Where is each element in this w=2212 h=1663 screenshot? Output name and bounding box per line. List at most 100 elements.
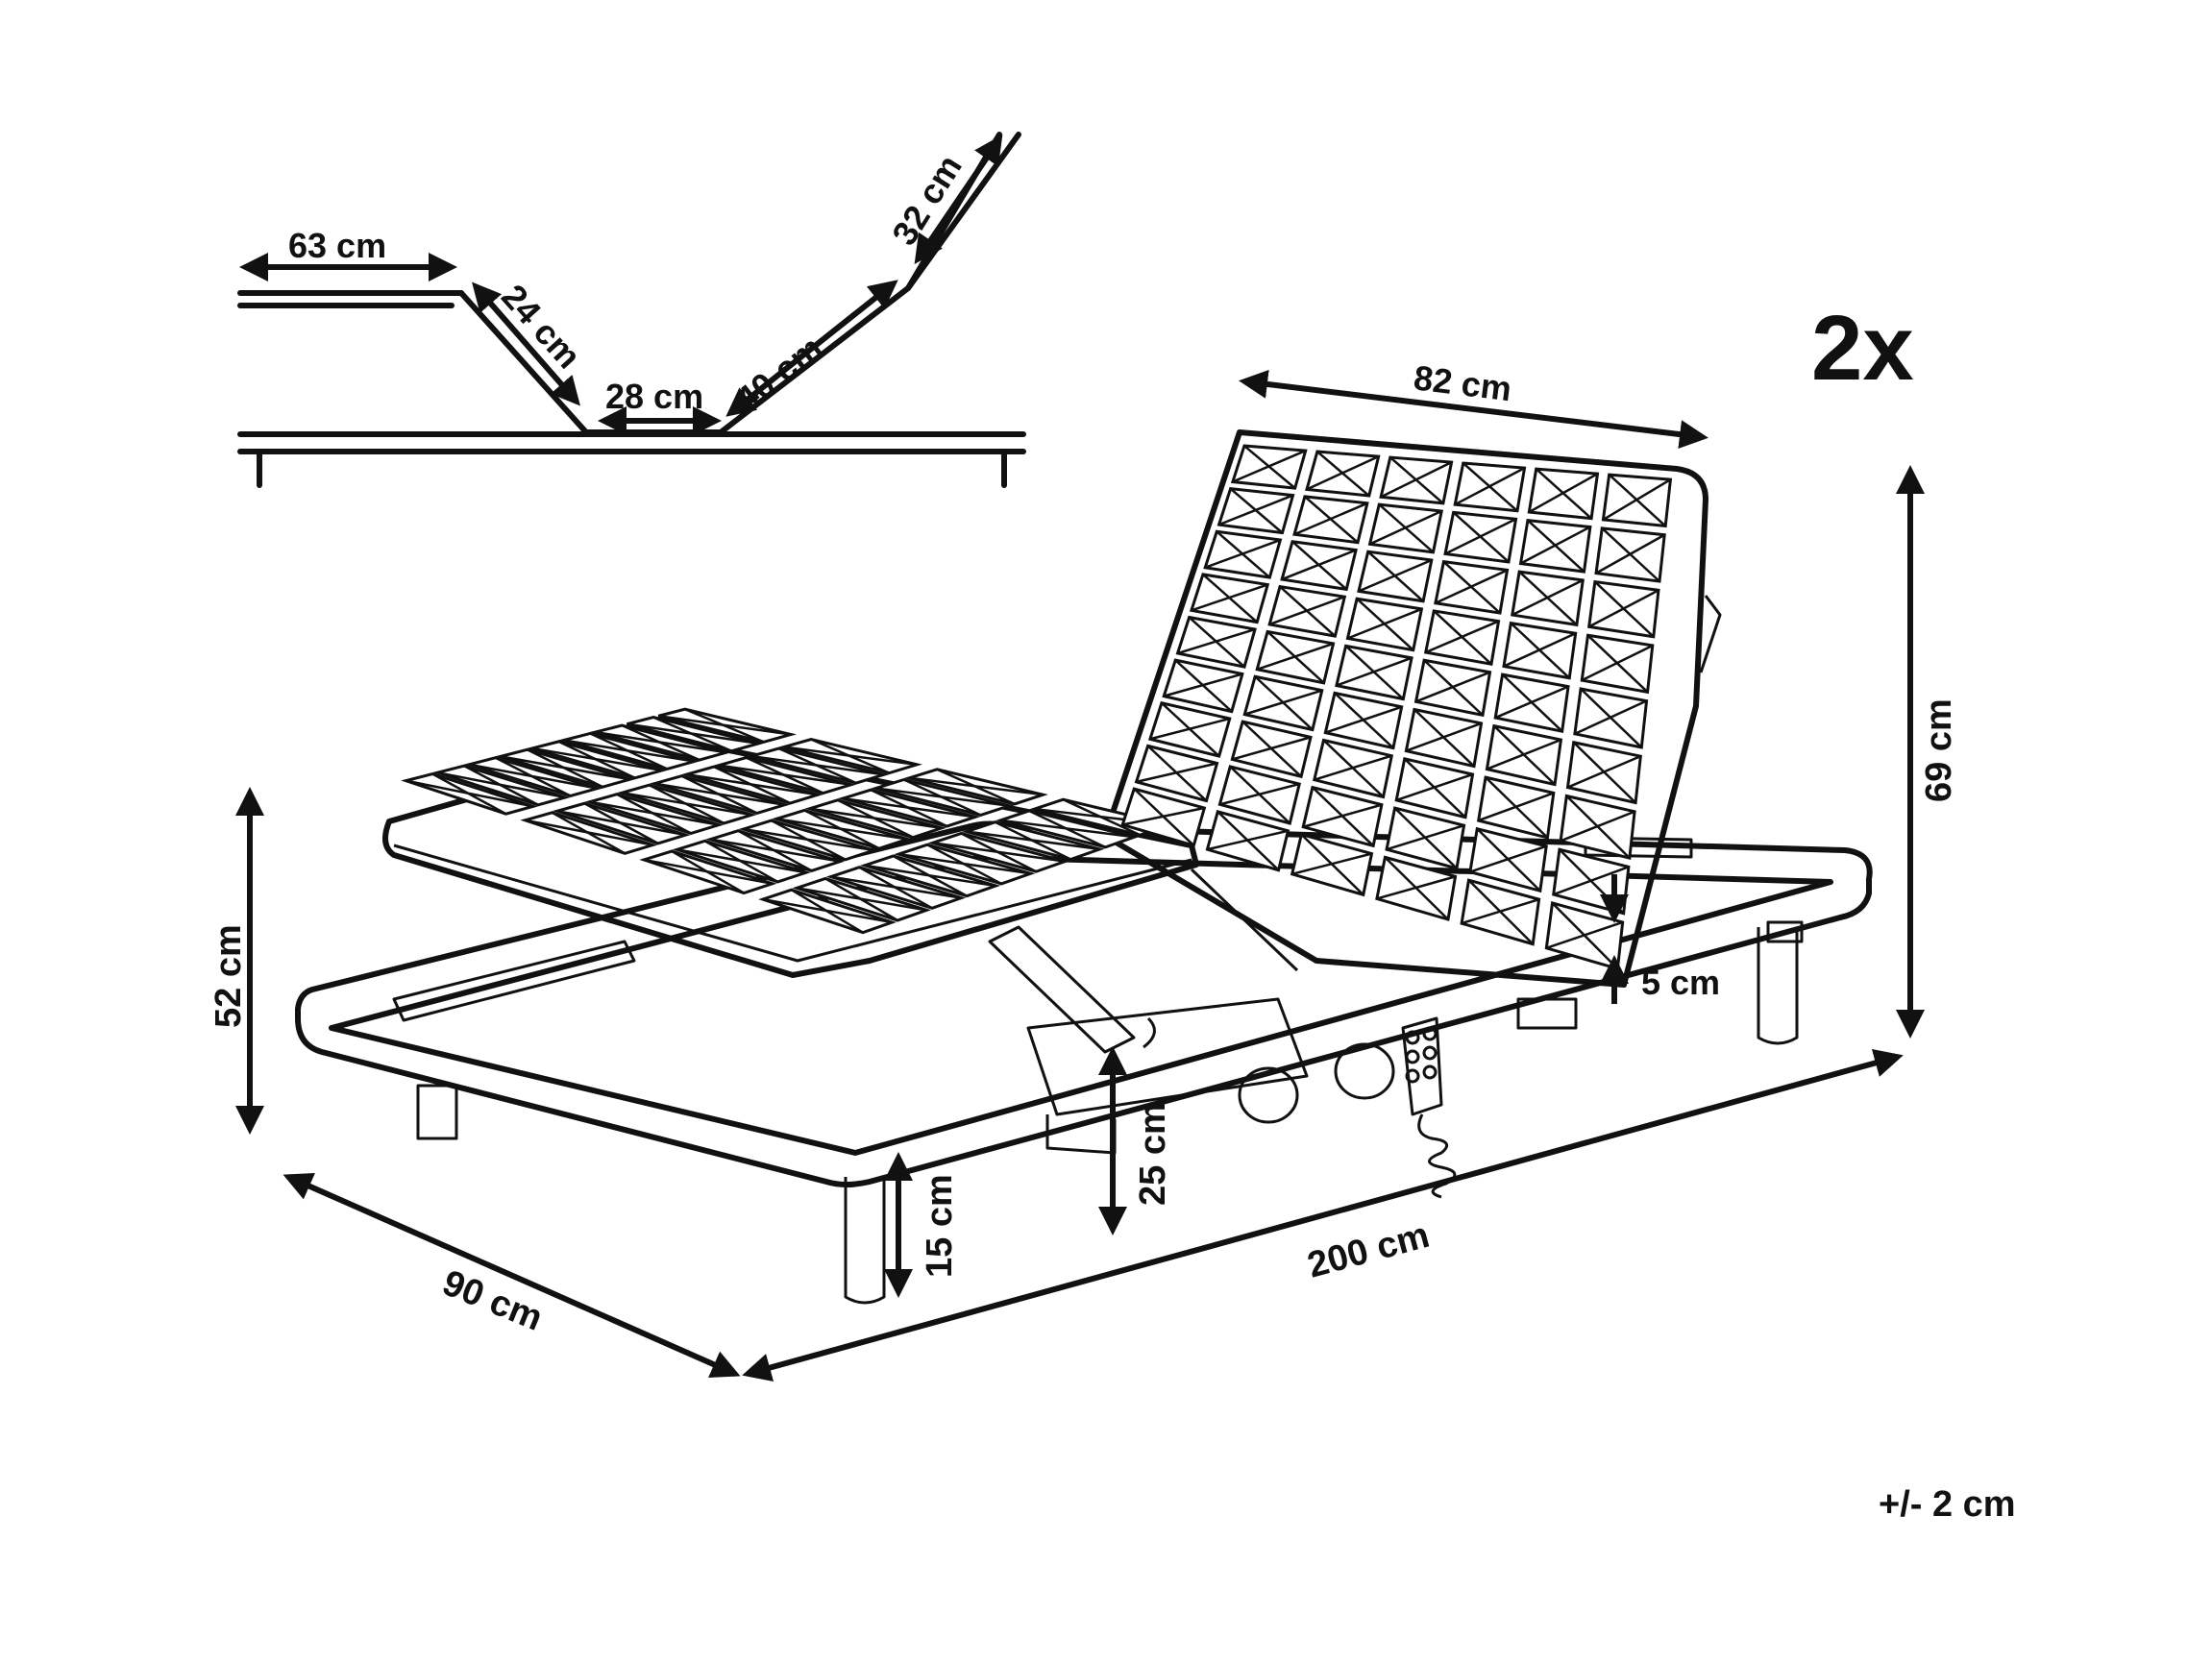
foot-slat-pattern bbox=[870, 789, 947, 828]
foot-slat-pattern bbox=[671, 849, 745, 894]
foot-slat-pattern bbox=[431, 772, 507, 816]
head-slat-pattern bbox=[1395, 772, 1473, 802]
foot-slat-grid bbox=[401, 707, 1174, 935]
head-slat-pattern bbox=[1291, 852, 1372, 876]
motor-icon bbox=[1238, 1066, 1299, 1124]
head-slat-pattern bbox=[1121, 806, 1205, 826]
head-slat-pattern bbox=[1346, 607, 1422, 640]
width-arrow bbox=[283, 1172, 741, 1379]
head-slat-pattern bbox=[1177, 627, 1256, 655]
head-slat-pattern bbox=[1232, 449, 1307, 483]
head-slat-pattern bbox=[1469, 844, 1547, 873]
head-slat-pattern bbox=[1595, 533, 1665, 575]
head-slat-pattern bbox=[1602, 478, 1672, 521]
head-slat-pattern bbox=[1588, 589, 1659, 628]
foot-slat-pattern bbox=[837, 798, 914, 839]
head-slat-pattern bbox=[1218, 494, 1294, 526]
head-slat-pattern bbox=[1219, 782, 1300, 806]
head-slat-pattern bbox=[1207, 829, 1289, 851]
head-slat-pattern bbox=[1512, 578, 1584, 617]
head-slat-pattern bbox=[1405, 721, 1482, 752]
tolerance-label: +/- 2 cm bbox=[1879, 1484, 2016, 1525]
foot-slat-pattern bbox=[621, 723, 700, 762]
foot-slat-pattern bbox=[557, 740, 636, 779]
head-slat-pattern bbox=[1268, 596, 1345, 626]
head-slat-grid bbox=[1120, 444, 1673, 971]
leg-height-label: 15 cm bbox=[920, 1174, 960, 1278]
foot-slat-pattern bbox=[810, 738, 890, 774]
head-slat-pattern bbox=[1191, 583, 1268, 612]
foot-slat-pattern bbox=[777, 746, 857, 785]
foot-slat-pattern bbox=[616, 793, 692, 835]
head-slat-pattern bbox=[1503, 632, 1577, 668]
foot-slat-pattern bbox=[1028, 809, 1106, 848]
head-slat-pattern bbox=[1566, 754, 1641, 789]
head-slat-pattern bbox=[1256, 642, 1334, 671]
foot-slat-pattern bbox=[652, 716, 732, 752]
head-slat-pattern bbox=[1444, 518, 1517, 555]
head-slat-pattern bbox=[1314, 754, 1392, 781]
back-lower-arrow bbox=[725, 280, 898, 417]
middle-length-label: 28 cm bbox=[605, 377, 703, 416]
head-slat-pattern bbox=[1281, 549, 1357, 581]
head-height-label: 69 cm bbox=[1919, 698, 1959, 802]
head-slat-pattern bbox=[1386, 824, 1464, 851]
head-slat-pattern bbox=[1293, 501, 1368, 536]
head-slat-pattern bbox=[1204, 538, 1281, 569]
foot-slat-pattern bbox=[995, 820, 1071, 861]
foot-slat-pattern bbox=[893, 854, 968, 897]
head-slat-pattern bbox=[1478, 792, 1555, 822]
head-slat-pattern bbox=[1415, 671, 1491, 703]
foot-slat-pattern bbox=[803, 809, 880, 850]
foot-slat-pattern bbox=[903, 778, 982, 817]
head-length-arrow bbox=[914, 135, 1003, 264]
head-slat-pattern bbox=[1336, 656, 1413, 687]
head-slat-pattern bbox=[1149, 717, 1231, 741]
length-arrow bbox=[742, 1048, 1904, 1382]
foot-slat-pattern bbox=[680, 774, 758, 815]
foot-slat-pattern bbox=[737, 829, 813, 872]
foot-slat-pattern bbox=[1062, 798, 1141, 837]
quantity-label: 2x bbox=[1811, 297, 1914, 400]
head-slat-pattern bbox=[1136, 762, 1217, 784]
rail-height-label: 5 cm bbox=[1641, 963, 1720, 1002]
width-label: 90 cm bbox=[437, 1262, 549, 1338]
head-slat-pattern bbox=[1243, 689, 1323, 716]
top-height-label: 52 cm bbox=[209, 924, 249, 1028]
head-slat-pattern bbox=[1519, 526, 1591, 565]
foot-slat-pattern bbox=[552, 811, 626, 855]
head-slat-pattern bbox=[1486, 738, 1561, 770]
head-slat-pattern bbox=[1163, 673, 1243, 697]
head-slat-pattern bbox=[1376, 875, 1456, 900]
foot-slat-pattern bbox=[936, 768, 1016, 806]
foot-slat-pattern bbox=[858, 866, 933, 910]
head-slat-pattern bbox=[1324, 705, 1403, 734]
foot-slat-pattern bbox=[960, 832, 1037, 873]
foot-slat-pattern bbox=[649, 784, 725, 825]
head-slat-pattern bbox=[1380, 460, 1453, 499]
foot-incline-arrow bbox=[472, 281, 580, 406]
head-slat-pattern bbox=[1545, 920, 1624, 949]
foot-slat-pattern bbox=[791, 889, 864, 934]
foot-slat-pattern bbox=[926, 844, 1002, 886]
foot-length-label: 63 cm bbox=[288, 226, 386, 265]
head-slat-pattern bbox=[1425, 620, 1500, 654]
head-slat-pattern bbox=[1306, 454, 1380, 491]
foot-slat-pattern bbox=[684, 708, 765, 744]
head-slat-pattern bbox=[1560, 810, 1635, 843]
head-slat-pattern bbox=[1231, 736, 1312, 761]
frame-height-label: 25 cm bbox=[1133, 1102, 1173, 1206]
head-slat-pattern bbox=[1494, 685, 1569, 720]
foot-slat-pattern bbox=[704, 840, 778, 884]
foot-slat-pattern bbox=[583, 802, 659, 844]
back-lower-label: 40 cm bbox=[728, 328, 830, 419]
head-slat-pattern bbox=[1358, 558, 1433, 593]
foot-slat-pattern bbox=[746, 756, 824, 795]
foot-slat-pattern bbox=[495, 756, 572, 797]
foot-slat-pattern bbox=[589, 732, 668, 770]
foot-slat-pattern bbox=[824, 877, 898, 922]
head-slat-pattern bbox=[1553, 866, 1630, 896]
leg-front-left bbox=[416, 1084, 458, 1140]
head-slat-pattern bbox=[1574, 699, 1648, 735]
